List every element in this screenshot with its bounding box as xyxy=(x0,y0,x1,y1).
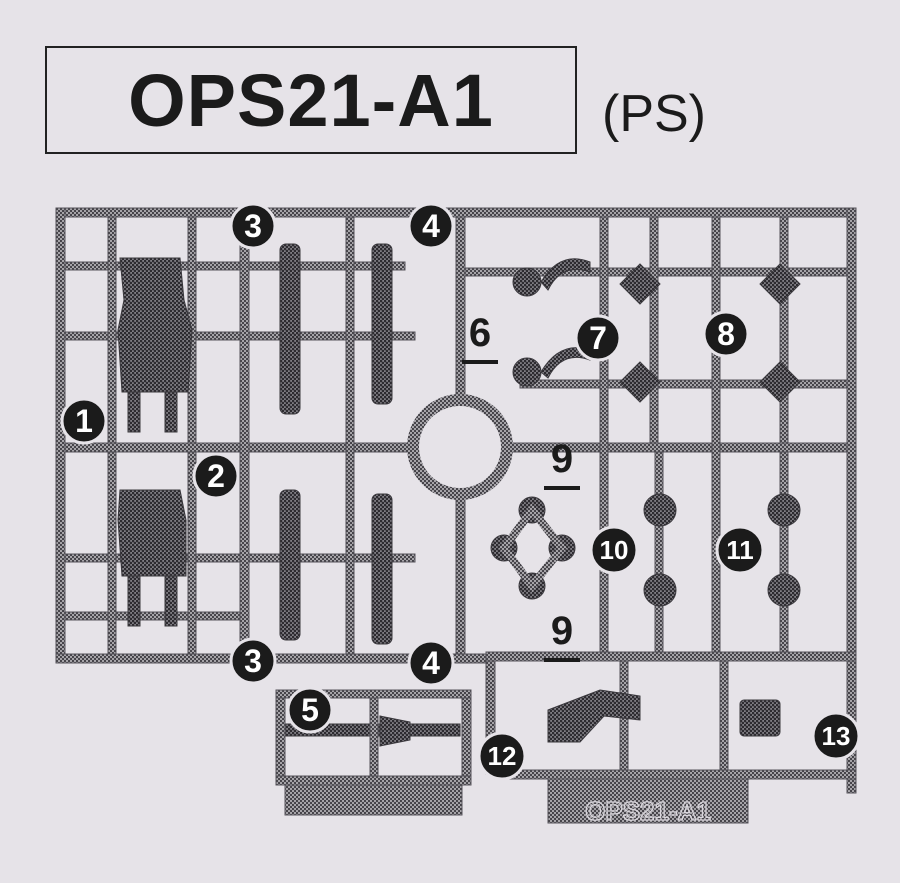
part-marker-circle xyxy=(229,637,277,685)
part-marker-circle xyxy=(229,202,277,250)
part-marker-circle xyxy=(286,686,334,734)
part-marker-circle xyxy=(811,711,861,761)
part-marker-3: 3 xyxy=(244,208,262,244)
part-marker-circle xyxy=(407,202,455,250)
part-marker-circle xyxy=(715,525,765,575)
part-marker-circle xyxy=(702,310,750,358)
part-marker-underline xyxy=(462,360,498,364)
part-marker-circle xyxy=(60,397,108,445)
part-marker-1: 1 xyxy=(75,403,93,439)
title-box: OPS21-A1 xyxy=(45,46,577,154)
material-label: (PS) xyxy=(602,85,706,143)
sprue-title: OPS21-A1 xyxy=(128,58,494,142)
part-marker-circle xyxy=(407,639,455,687)
part-marker-11: 11 xyxy=(726,535,754,565)
part-marker-underline xyxy=(544,658,580,662)
part-marker-3: 3 xyxy=(244,643,262,679)
lower-tray xyxy=(275,689,749,824)
part-marker-8: 8 xyxy=(717,316,735,352)
part-marker-underline xyxy=(544,486,580,490)
part-marker-13: 13 xyxy=(822,721,851,751)
runner-stamp: OPS21-A1 xyxy=(585,796,711,826)
part-marker-circle xyxy=(589,525,639,575)
part-marker-9: 9 xyxy=(551,437,573,481)
part-marker-circle xyxy=(477,731,527,781)
part-marker-circle xyxy=(574,314,622,362)
part-marker-2: 2 xyxy=(207,458,225,494)
sprue-parts xyxy=(117,243,801,747)
part-marker-6: 6 xyxy=(469,311,491,355)
part-marker-10: 10 xyxy=(600,535,629,565)
part-marker-5: 5 xyxy=(301,692,319,728)
part-marker-12: 12 xyxy=(488,741,517,771)
part-marker-4: 4 xyxy=(422,645,440,681)
part-marker-7: 7 xyxy=(589,320,607,356)
part-marker-4: 4 xyxy=(422,208,440,244)
part-marker-circle xyxy=(192,452,240,500)
part-marker-9: 9 xyxy=(551,609,573,653)
